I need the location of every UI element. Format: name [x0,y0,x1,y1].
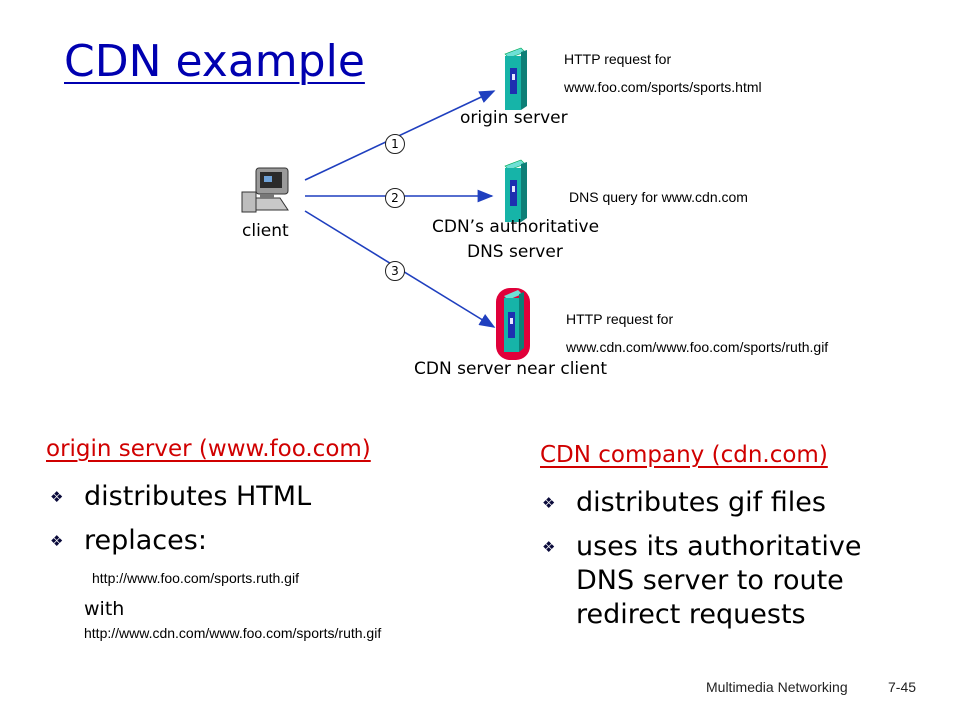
footer-section: Multimedia Networking [706,679,848,695]
with-label: with [84,598,125,620]
footer-page-number: 7-45 [888,679,917,695]
origin-server-heading: origin server (www.foo.com) [46,436,371,462]
cdn-dns-label-line2: DNS server [467,242,563,262]
cdn-server-icon [496,288,530,360]
bullet-icon: ❖ [50,532,64,550]
step3-annotation-line2: www.cdn.com/www.foo.com/sports/ruth.gif [566,339,829,355]
bullet-text: distributes gif files [576,487,826,518]
cdn-server-label: CDN server near client [414,359,608,379]
cdn-diagram [241,47,530,360]
bullet-icon: ❖ [542,538,556,556]
old-url: http://www.foo.com/sports.ruth.gif [92,570,299,586]
dns-server-icon [504,159,527,222]
origin-server-bullets: ❖ distributes HTML ❖ replaces: [46,480,311,558]
list-item: ❖ distributes HTML [46,480,311,514]
client-label: client [242,221,289,241]
computer-icon [241,167,289,213]
step-3-badge: 3 [385,261,405,281]
cdn-dns-label-line1: CDN’s authoritative [432,217,600,237]
bullet-icon: ❖ [542,494,556,512]
cdn-company-heading: CDN company (cdn.com) [540,442,828,468]
step3-annotation: HTTP request for www.cdn.com/www.foo.com… [566,305,828,361]
step1-annotation: HTTP request for www.foo.com/sports/spor… [564,45,762,101]
step1-annotation-line2: www.foo.com/sports/sports.html [564,79,762,95]
step-1-badge: 1 [385,134,405,154]
slide-title: CDN example [64,36,365,87]
new-url: http://www.cdn.com/www.foo.com/sports/ru… [84,625,382,641]
origin-server-icon [504,47,527,110]
bullet-icon: ❖ [50,488,64,506]
list-item: ❖ distributes gif files [538,486,938,520]
bullet-text: uses its authoritative DNS server to rou… [576,531,862,630]
list-item: ❖ replaces: [46,524,311,558]
step1-annotation-line1: HTTP request for [564,51,672,67]
step-2-badge: 2 [385,188,405,208]
step3-annotation-line1: HTTP request for [566,311,674,327]
cdn-company-bullets: ❖ distributes gif files ❖ uses its autho… [538,486,938,632]
list-item: ❖ uses its authoritative DNS server to r… [538,530,906,632]
bullet-text: distributes HTML [84,481,312,512]
bullet-text: replaces: [84,525,207,556]
origin-server-label: origin server [460,108,568,128]
step2-annotation: DNS query for www.cdn.com [569,189,748,205]
